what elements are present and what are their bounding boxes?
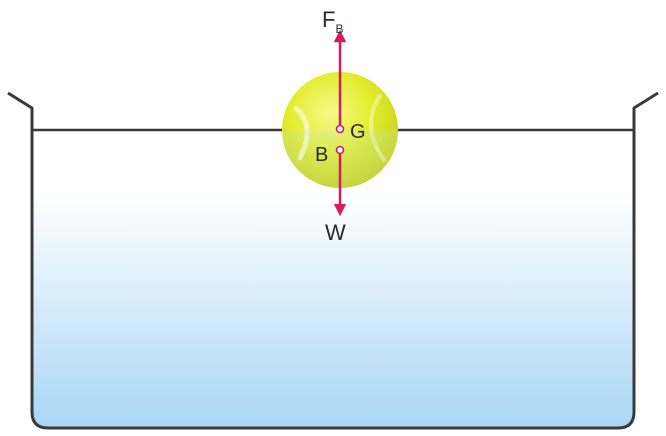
water bbox=[32, 130, 634, 428]
center-of-buoyancy-label: B bbox=[315, 144, 328, 166]
tank-outline bbox=[7, 91, 659, 430]
center-of-gravity-point bbox=[335, 124, 345, 134]
center-of-gravity-label: G bbox=[350, 121, 366, 143]
weight-label: W bbox=[325, 220, 346, 245]
center-of-buoyancy-point bbox=[335, 145, 345, 155]
buoyant-force-label: FB bbox=[322, 7, 343, 36]
